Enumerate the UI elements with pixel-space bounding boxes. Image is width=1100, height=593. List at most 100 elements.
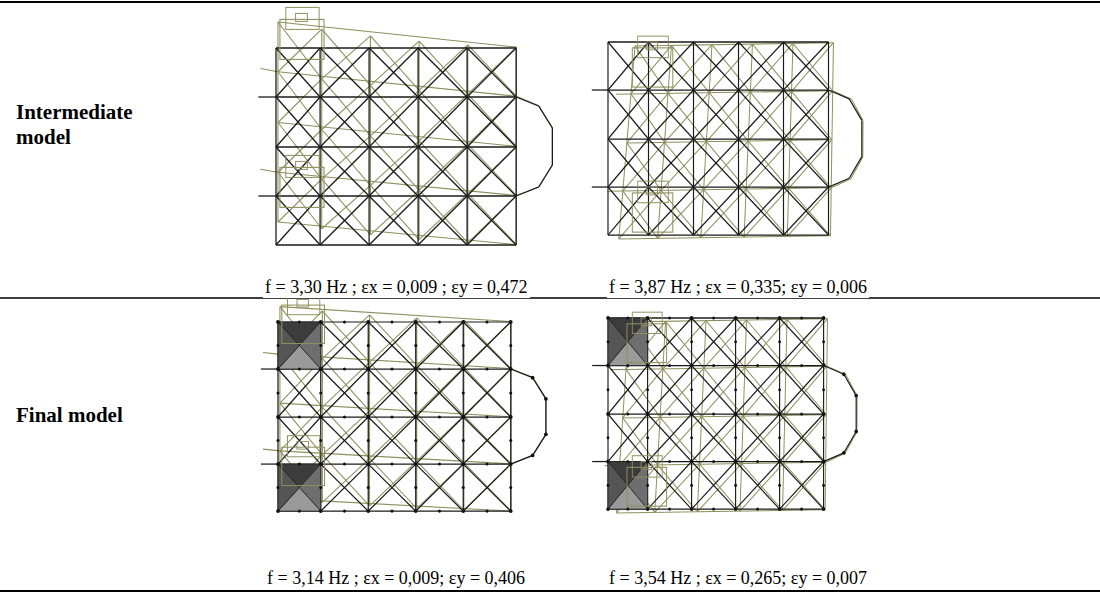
plan-member [278,417,321,464]
fe-node [509,486,512,489]
plan-member [648,366,692,415]
fe-node [319,415,323,419]
plan-member [320,196,369,245]
plan-member [608,318,648,366]
fe-node [626,460,629,463]
plan-member [278,322,321,369]
fe-node [690,388,693,391]
fe-node [298,510,301,513]
fe-node [276,439,279,442]
fe-node [646,412,650,416]
fe-node [668,460,671,463]
deformed-member [748,91,791,141]
deformed-member [831,179,851,188]
table-rule [0,1,1100,3]
plan-member [416,464,464,511]
deformed-member [278,29,322,72]
plan-member [321,322,369,369]
fe-node [509,415,513,419]
deformed-member [516,96,538,106]
deformed-member [419,144,468,190]
deformed-member [322,359,369,411]
plan-member [278,464,321,511]
plan-member [467,48,516,97]
deformed-member [322,311,369,362]
fe-node [734,436,737,439]
fe-node [646,364,650,368]
plan-member [467,147,516,196]
fe-node [734,364,738,368]
fe-node [509,344,512,347]
plan-member [418,97,467,147]
plan-member [780,366,824,415]
fe-node [734,316,738,320]
fe-node [485,320,488,323]
fe-node [778,507,782,511]
deformed-member [627,93,668,143]
tower-deformed [288,436,320,457]
plan-member [692,366,736,415]
plan-member [694,90,739,139]
plan-member [418,48,467,97]
fe-node [646,507,650,511]
plan-member [416,369,464,417]
deformed-member [846,375,857,396]
plan-member [739,187,784,235]
fe-node [509,367,513,371]
plan-member [368,417,416,464]
fe-node [414,439,417,442]
plan-member [692,318,736,366]
plan-member [320,147,369,196]
plan-member [463,322,511,369]
tower-deformed [647,187,658,195]
deformed-member [322,407,369,458]
fe-node [390,510,393,513]
fe-node [298,368,301,371]
row-header: Final model [14,403,178,428]
fe-node [606,316,610,320]
fe-node [462,486,465,489]
deformed-member [790,91,833,141]
deformed-member [742,415,785,463]
plan-member [463,464,511,511]
deformed-member [468,94,517,146]
tower-deformed [282,305,325,343]
tower-roof [278,322,299,369]
fe-node [822,460,826,464]
fe-node [690,484,693,487]
tower-deformed [297,299,308,307]
fe-node [343,416,346,419]
plan-member [533,434,546,455]
plan-member [516,97,539,106]
deformed-member [784,415,827,463]
plan-member [369,48,418,97]
fe-node [319,392,322,395]
plan-member [276,147,320,196]
plan-member [278,322,321,369]
plan-member [608,139,649,187]
plan-member [276,195,516,196]
plan-member [467,196,516,245]
plan-member [278,464,321,511]
deformed-member [278,22,516,47]
deformed-member [419,190,468,243]
deformed-member [322,458,369,502]
tower-deformed [280,19,324,59]
deformed-member [370,136,419,190]
deformed-member [468,144,517,195]
fe-node [485,510,488,513]
fe-node [778,316,782,320]
plan-member [321,464,369,511]
plan-member [649,42,694,90]
plan-member [649,187,694,235]
fe-node [509,320,513,324]
plan-member [608,42,649,90]
plan-member [829,90,850,99]
plan-member [320,196,369,245]
fe-node [298,416,301,419]
fe-node [438,416,441,419]
plan-member [276,244,516,245]
deformed-member [631,91,833,94]
plan-member [276,96,516,97]
